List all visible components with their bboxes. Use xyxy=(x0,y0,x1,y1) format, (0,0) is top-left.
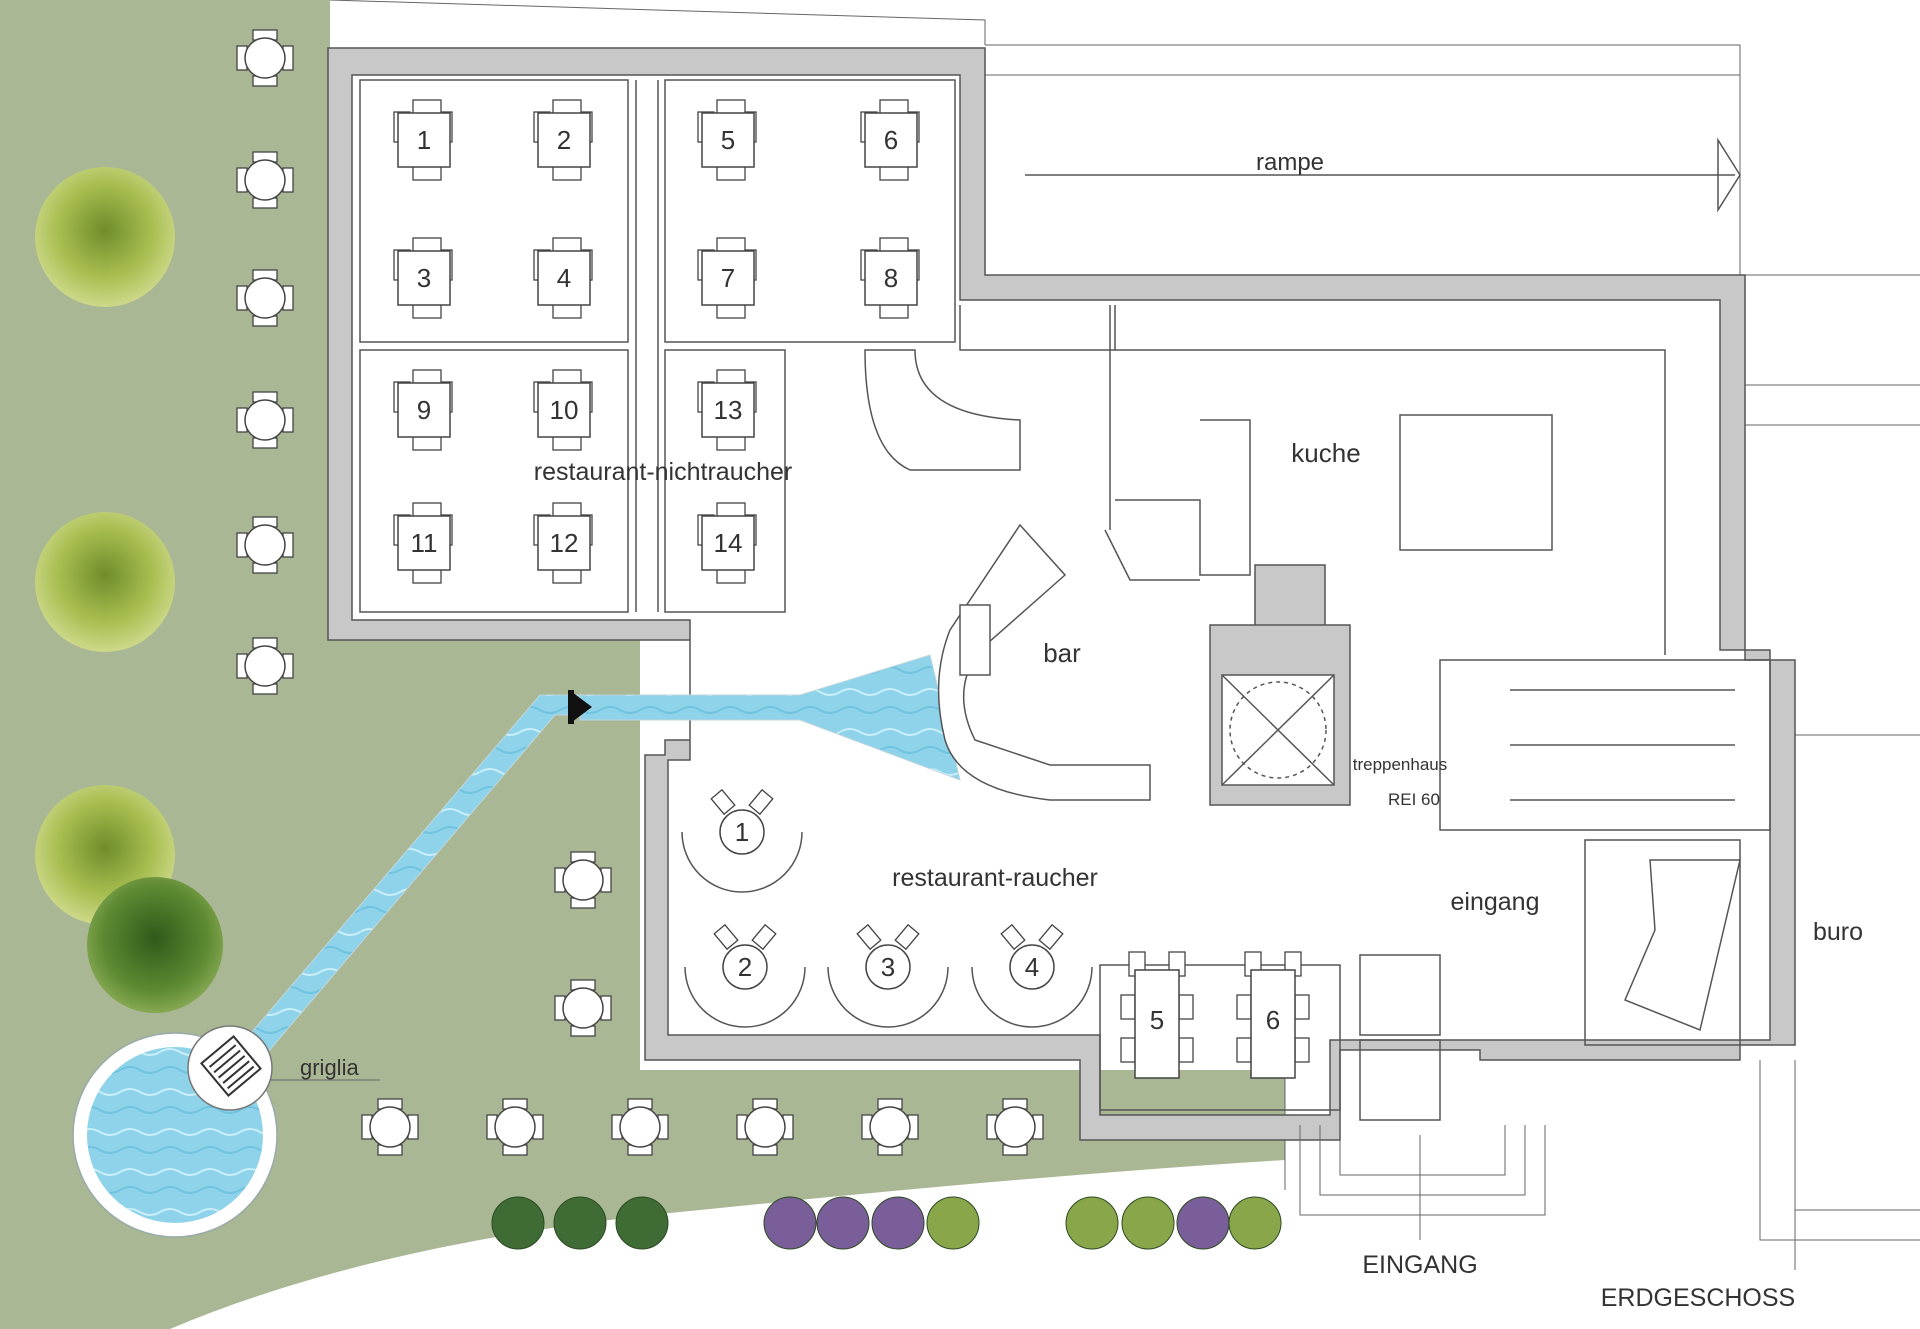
shrub-icon xyxy=(1065,1196,1119,1250)
shrub-icon xyxy=(615,1196,669,1250)
griglia-label: griglia xyxy=(300,1055,359,1080)
nichtraucher-table: 2 xyxy=(533,99,593,181)
nichtraucher-table: 7 xyxy=(697,237,757,319)
outdoor-tables xyxy=(236,29,1044,1156)
eingang-room-label: eingang xyxy=(1451,888,1540,916)
nichtraucher-table: 12 xyxy=(533,502,593,584)
rei60-label: REI 60 xyxy=(1388,790,1440,809)
tree-icon xyxy=(35,167,175,307)
outdoor-table-icon xyxy=(236,151,294,209)
table-number: 13 xyxy=(714,395,743,425)
kuche-label: kuche xyxy=(1291,438,1360,468)
entrance-steps xyxy=(1299,1125,1546,1240)
table-number: 5 xyxy=(721,125,735,155)
interior-partitions xyxy=(359,79,1771,1121)
table-number: 11 xyxy=(411,528,438,558)
nichtraucher-table: 6 xyxy=(860,99,920,181)
outdoor-table-icon xyxy=(736,1098,794,1156)
table-number: 4 xyxy=(1025,952,1039,982)
greenery xyxy=(35,167,1282,1250)
outdoor-table-icon xyxy=(861,1098,919,1156)
table-number: 6 xyxy=(1266,1005,1280,1035)
nichtraucher-table: 10 xyxy=(533,369,593,451)
erdgeschoss-label: ERDGESCHOSS xyxy=(1601,1284,1795,1312)
outdoor-table-icon xyxy=(361,1098,419,1156)
shrub-icon xyxy=(1176,1196,1230,1250)
treppenhaus-label: treppenhaus xyxy=(1353,755,1448,774)
raucher-table: 5 xyxy=(1120,951,1194,1079)
outdoor-table-icon xyxy=(554,851,612,909)
raucher-table: 4 xyxy=(971,923,1093,1028)
shrub-icon xyxy=(491,1196,545,1250)
shrub-icon xyxy=(763,1196,817,1250)
lawn-area xyxy=(0,0,1285,1329)
site-boundary xyxy=(329,0,1920,1270)
valve-icon xyxy=(572,692,592,722)
buro-label: buro xyxy=(1813,918,1863,946)
rampe-arrow xyxy=(1025,137,1741,213)
griglia-grill-icon xyxy=(200,1035,262,1097)
shrub-icon xyxy=(871,1196,925,1250)
nichtraucher-table: 13 xyxy=(697,369,757,451)
raucher-table: 6 xyxy=(1236,951,1310,1079)
table-number: 12 xyxy=(550,528,579,558)
table-number: 10 xyxy=(550,395,579,425)
rampe-label: rampe xyxy=(1256,149,1324,176)
bar-label: bar xyxy=(1043,638,1081,668)
table-number: 7 xyxy=(721,263,735,293)
nichtraucher-table: 9 xyxy=(393,369,453,451)
outdoor-table-icon xyxy=(486,1098,544,1156)
nichtraucher-table: 4 xyxy=(533,237,593,319)
restaurant-nichtraucher-label: restaurant-nichtraucher xyxy=(534,458,792,486)
eingang-main-label: EINGANG xyxy=(1362,1251,1477,1279)
table-number: 3 xyxy=(417,263,431,293)
raucher-tables: 1 2 3 4 5 6 xyxy=(681,788,1310,1079)
shrub-icon xyxy=(553,1196,607,1250)
outdoor-table-icon xyxy=(236,391,294,449)
table-number: 6 xyxy=(884,125,898,155)
table-number: 2 xyxy=(557,125,571,155)
table-number: 14 xyxy=(714,528,743,558)
table-number: 2 xyxy=(738,952,752,982)
outdoor-table-icon xyxy=(236,516,294,574)
shrub-icon xyxy=(926,1196,980,1250)
valve-bar xyxy=(568,690,574,724)
nichtraucher-table: 1 xyxy=(393,99,453,181)
bar-counter xyxy=(937,523,1151,801)
tree-icon xyxy=(35,512,175,652)
shrub-icon xyxy=(1121,1196,1175,1250)
table-number: 1 xyxy=(735,817,749,847)
table-number: 5 xyxy=(1150,1005,1164,1035)
raucher-table: 3 xyxy=(827,923,949,1028)
outdoor-table-icon xyxy=(986,1098,1044,1156)
outdoor-table-icon xyxy=(236,269,294,327)
shrub-icon xyxy=(816,1196,870,1250)
table-number: 8 xyxy=(884,263,898,293)
raucher-table: 1 xyxy=(681,788,803,893)
outdoor-table-icon xyxy=(236,29,294,87)
nichtraucher-table: 3 xyxy=(393,237,453,319)
nichtraucher-table: 14 xyxy=(697,502,757,584)
table-number: 4 xyxy=(557,263,571,293)
nichtraucher-table: 11 xyxy=(393,502,453,584)
restaurant-raucher-label: restaurant-raucher xyxy=(892,864,1098,892)
nichtraucher-table: 5 xyxy=(697,99,757,181)
outdoor-table-icon xyxy=(554,979,612,1037)
table-number: 3 xyxy=(881,952,895,982)
raucher-table: 2 xyxy=(684,923,806,1028)
shrub-icon xyxy=(1228,1196,1282,1250)
nichtraucher-table: 8 xyxy=(860,237,920,319)
outdoor-table-icon xyxy=(611,1098,669,1156)
kitchen-counter xyxy=(864,349,1021,471)
table-number: 9 xyxy=(417,395,431,425)
outdoor-table-icon xyxy=(236,637,294,695)
tree-icon xyxy=(87,877,223,1013)
table-number: 1 xyxy=(417,125,431,155)
